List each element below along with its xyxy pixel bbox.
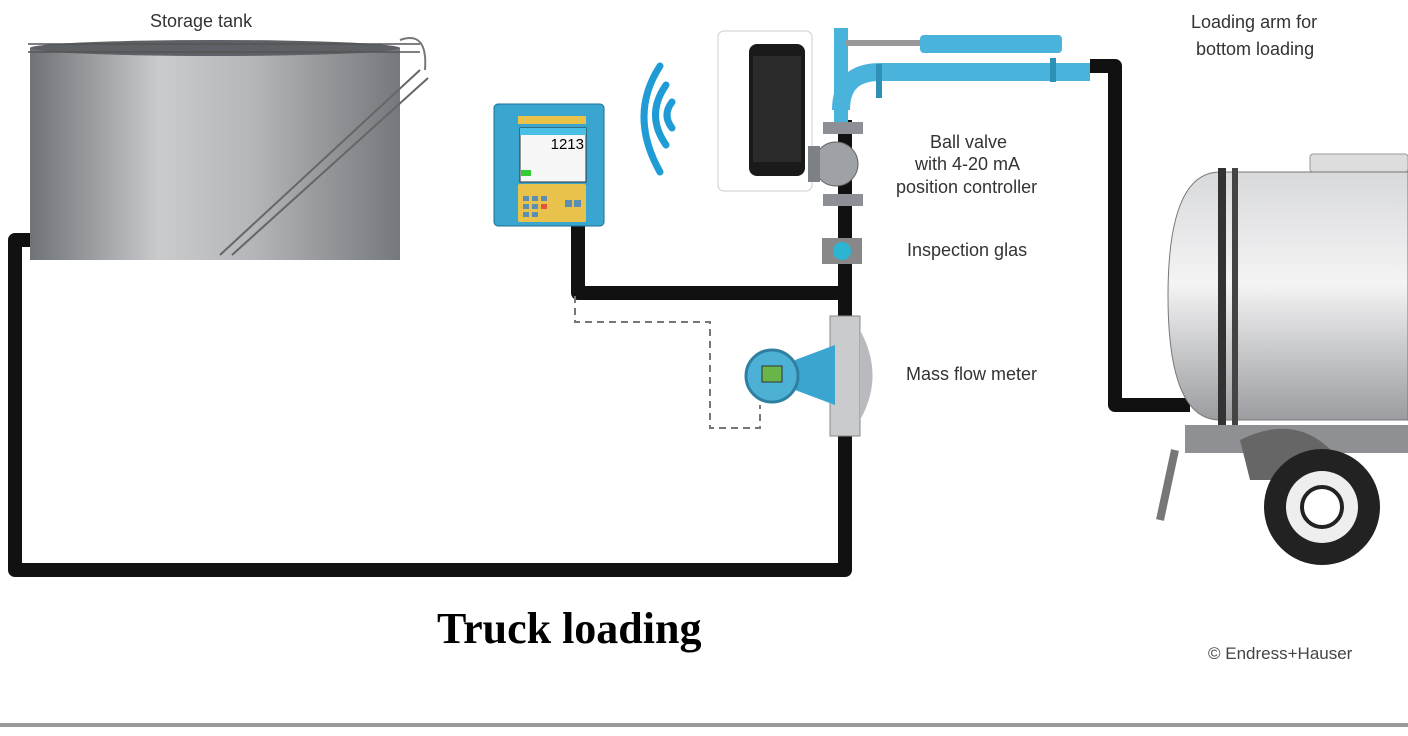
ball-valve-label-line1: Ball valve xyxy=(930,132,1007,152)
tank-truck xyxy=(1156,153,1408,565)
controller-display-value: 1213 xyxy=(551,136,584,153)
diagram-title: Truck loading xyxy=(437,604,701,653)
pipe-network xyxy=(8,59,1190,577)
controller-branch-pipe xyxy=(571,225,845,300)
mass-flow-meter: Mass flow meter xyxy=(744,315,1037,437)
wireless-signal-icon xyxy=(640,62,676,176)
loading-arm-label-line2: bottom loading xyxy=(1196,39,1314,59)
signal-cable-dashed xyxy=(574,296,761,429)
main-return-pipe xyxy=(8,233,852,577)
inspection-glass-label: Inspection glas xyxy=(907,240,1027,260)
loading-arm: Loading arm for bottom loading xyxy=(832,12,1317,123)
ball-valve-label-line3: position controller xyxy=(896,177,1037,197)
inspection-glass: Inspection glas xyxy=(822,238,1027,264)
ball-valve-label-line2: with 4-20 mA xyxy=(914,154,1020,174)
ball-valve: Ball valve with 4-20 mA position control… xyxy=(808,122,1037,206)
copyright-notice: © Endress+Hauser xyxy=(1208,644,1353,663)
batch-controller: 1213 xyxy=(493,103,605,227)
bottom-divider xyxy=(0,723,1408,727)
smartphone xyxy=(717,30,813,192)
loading-arm-label-line1: Loading arm for xyxy=(1191,12,1317,32)
truck-hose xyxy=(1090,59,1190,412)
mass-flow-meter-label: Mass flow meter xyxy=(906,364,1037,384)
storage-tank-label: Storage tank xyxy=(150,11,253,31)
storage-tank: Storage tank xyxy=(28,11,429,260)
